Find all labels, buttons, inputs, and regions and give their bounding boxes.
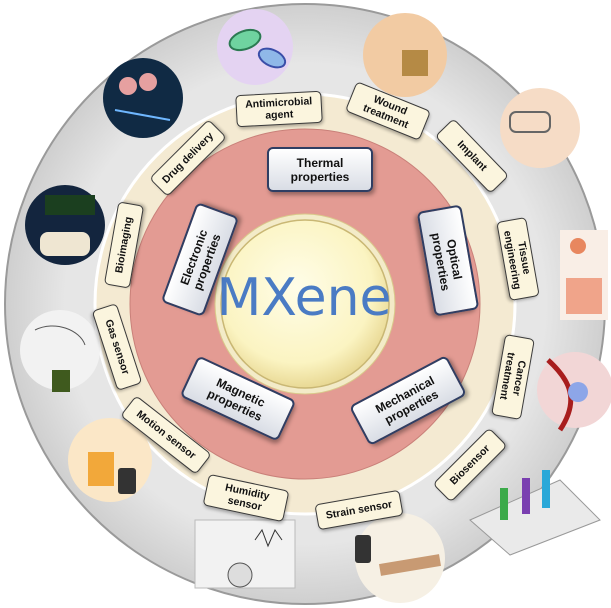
motion-picture — [68, 418, 152, 502]
core-title: MXene — [216, 268, 392, 328]
cancer-picture — [537, 352, 611, 432]
application-box-antimicrobial: Antimicrobial agent — [235, 90, 323, 128]
drug-delivery-picture — [103, 58, 183, 138]
gas-picture — [20, 310, 100, 392]
bioimaging-picture — [25, 185, 105, 265]
implant-picture — [500, 88, 580, 168]
biosensor-picture — [469, 470, 601, 556]
tissue-picture — [560, 230, 608, 320]
antimicrobial-picture — [217, 9, 293, 85]
core-circle — [220, 219, 390, 389]
humidity-picture — [194, 519, 296, 589]
wound-picture — [363, 13, 447, 97]
strain-picture — [355, 513, 445, 603]
property-box-thermal: Thermal properties — [267, 147, 373, 192]
